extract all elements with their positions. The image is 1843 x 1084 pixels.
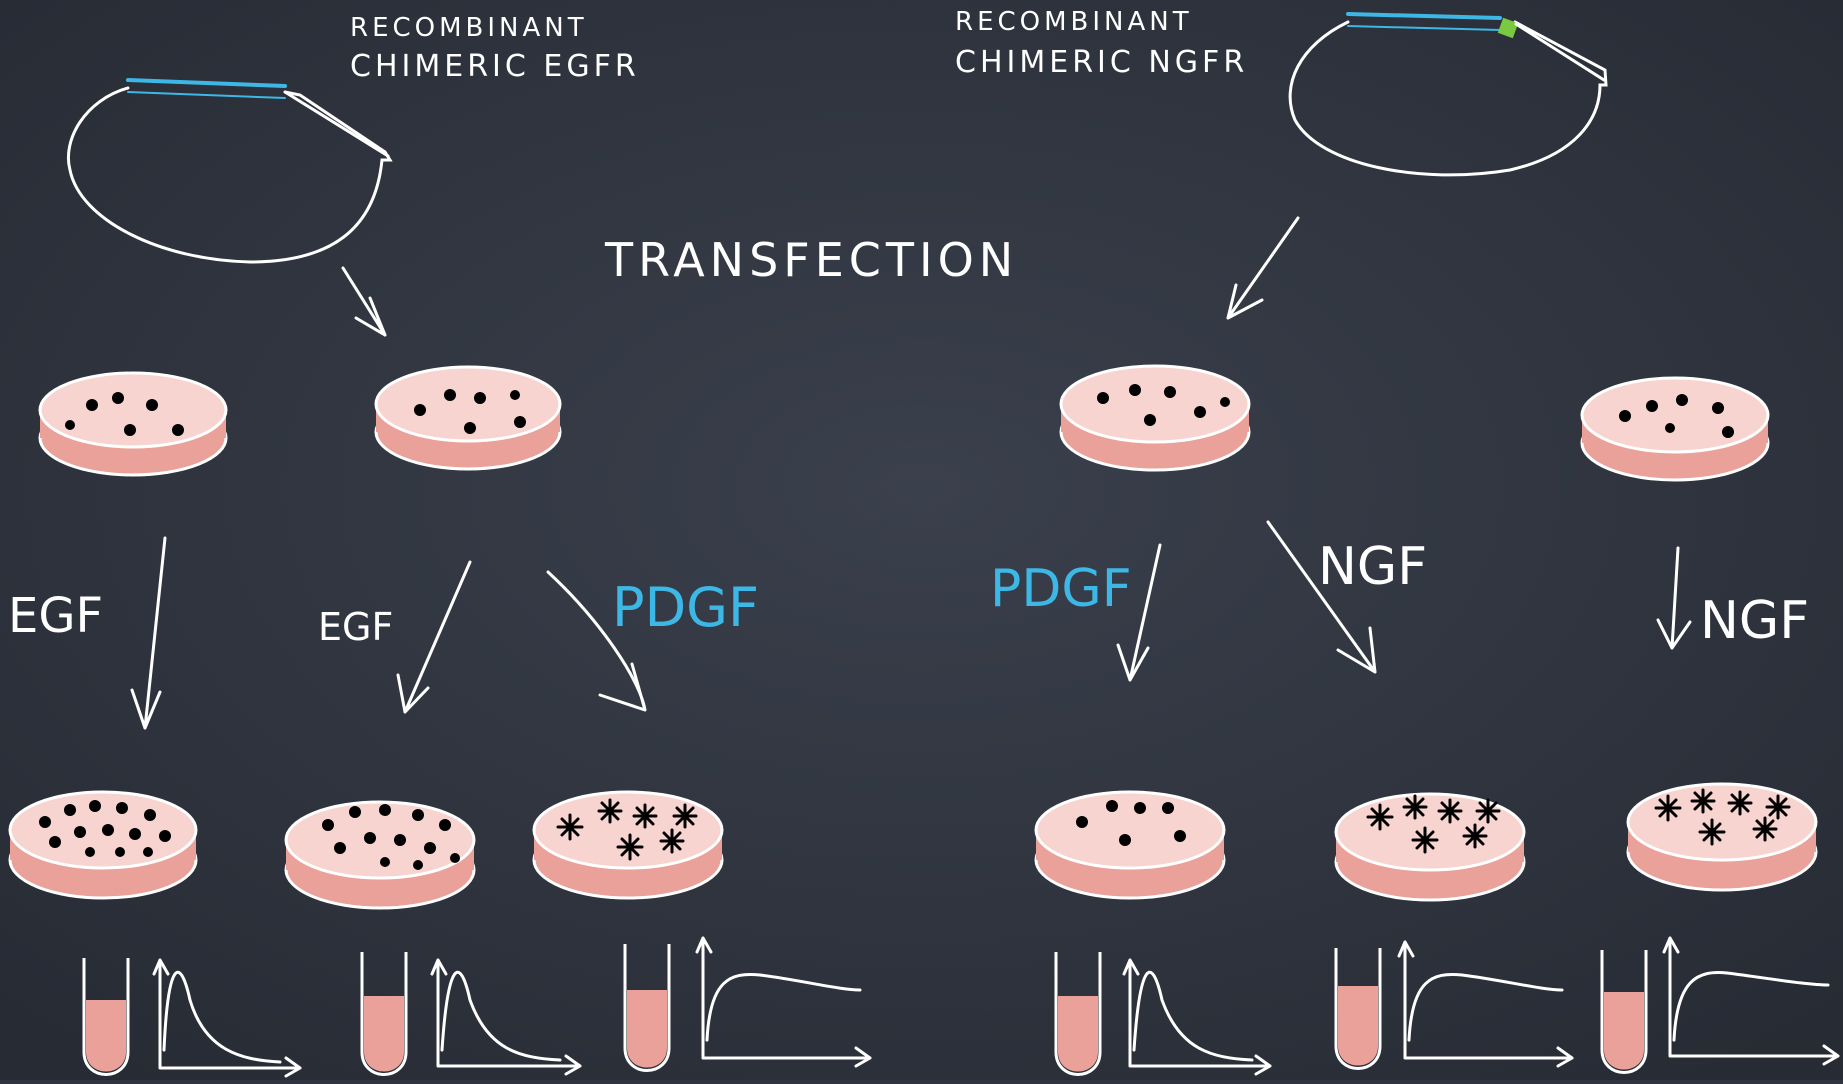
label-ngf-middle: NGF: [1318, 537, 1427, 597]
label-pdgf-left: PDGF: [612, 576, 759, 639]
plasmid-egfr-label-line2: CHIMERIC EGFR: [350, 49, 640, 84]
plasmid-egfr-label-line1: RECOMBINANT: [350, 13, 588, 43]
transfection-title: TRANSFECTION: [604, 233, 1018, 287]
plasmid-ngfr-label-line2: CHIMERIC NGFR: [955, 45, 1248, 80]
label-egf-middle: EGF: [318, 605, 393, 649]
label-pdgf-right: PDGF: [990, 559, 1132, 619]
plasmid-ngfr-label-line1: RECOMBINANT: [955, 7, 1193, 37]
label-egf-left: EGF: [8, 588, 103, 644]
label-ngf-right: NGF: [1700, 591, 1809, 651]
